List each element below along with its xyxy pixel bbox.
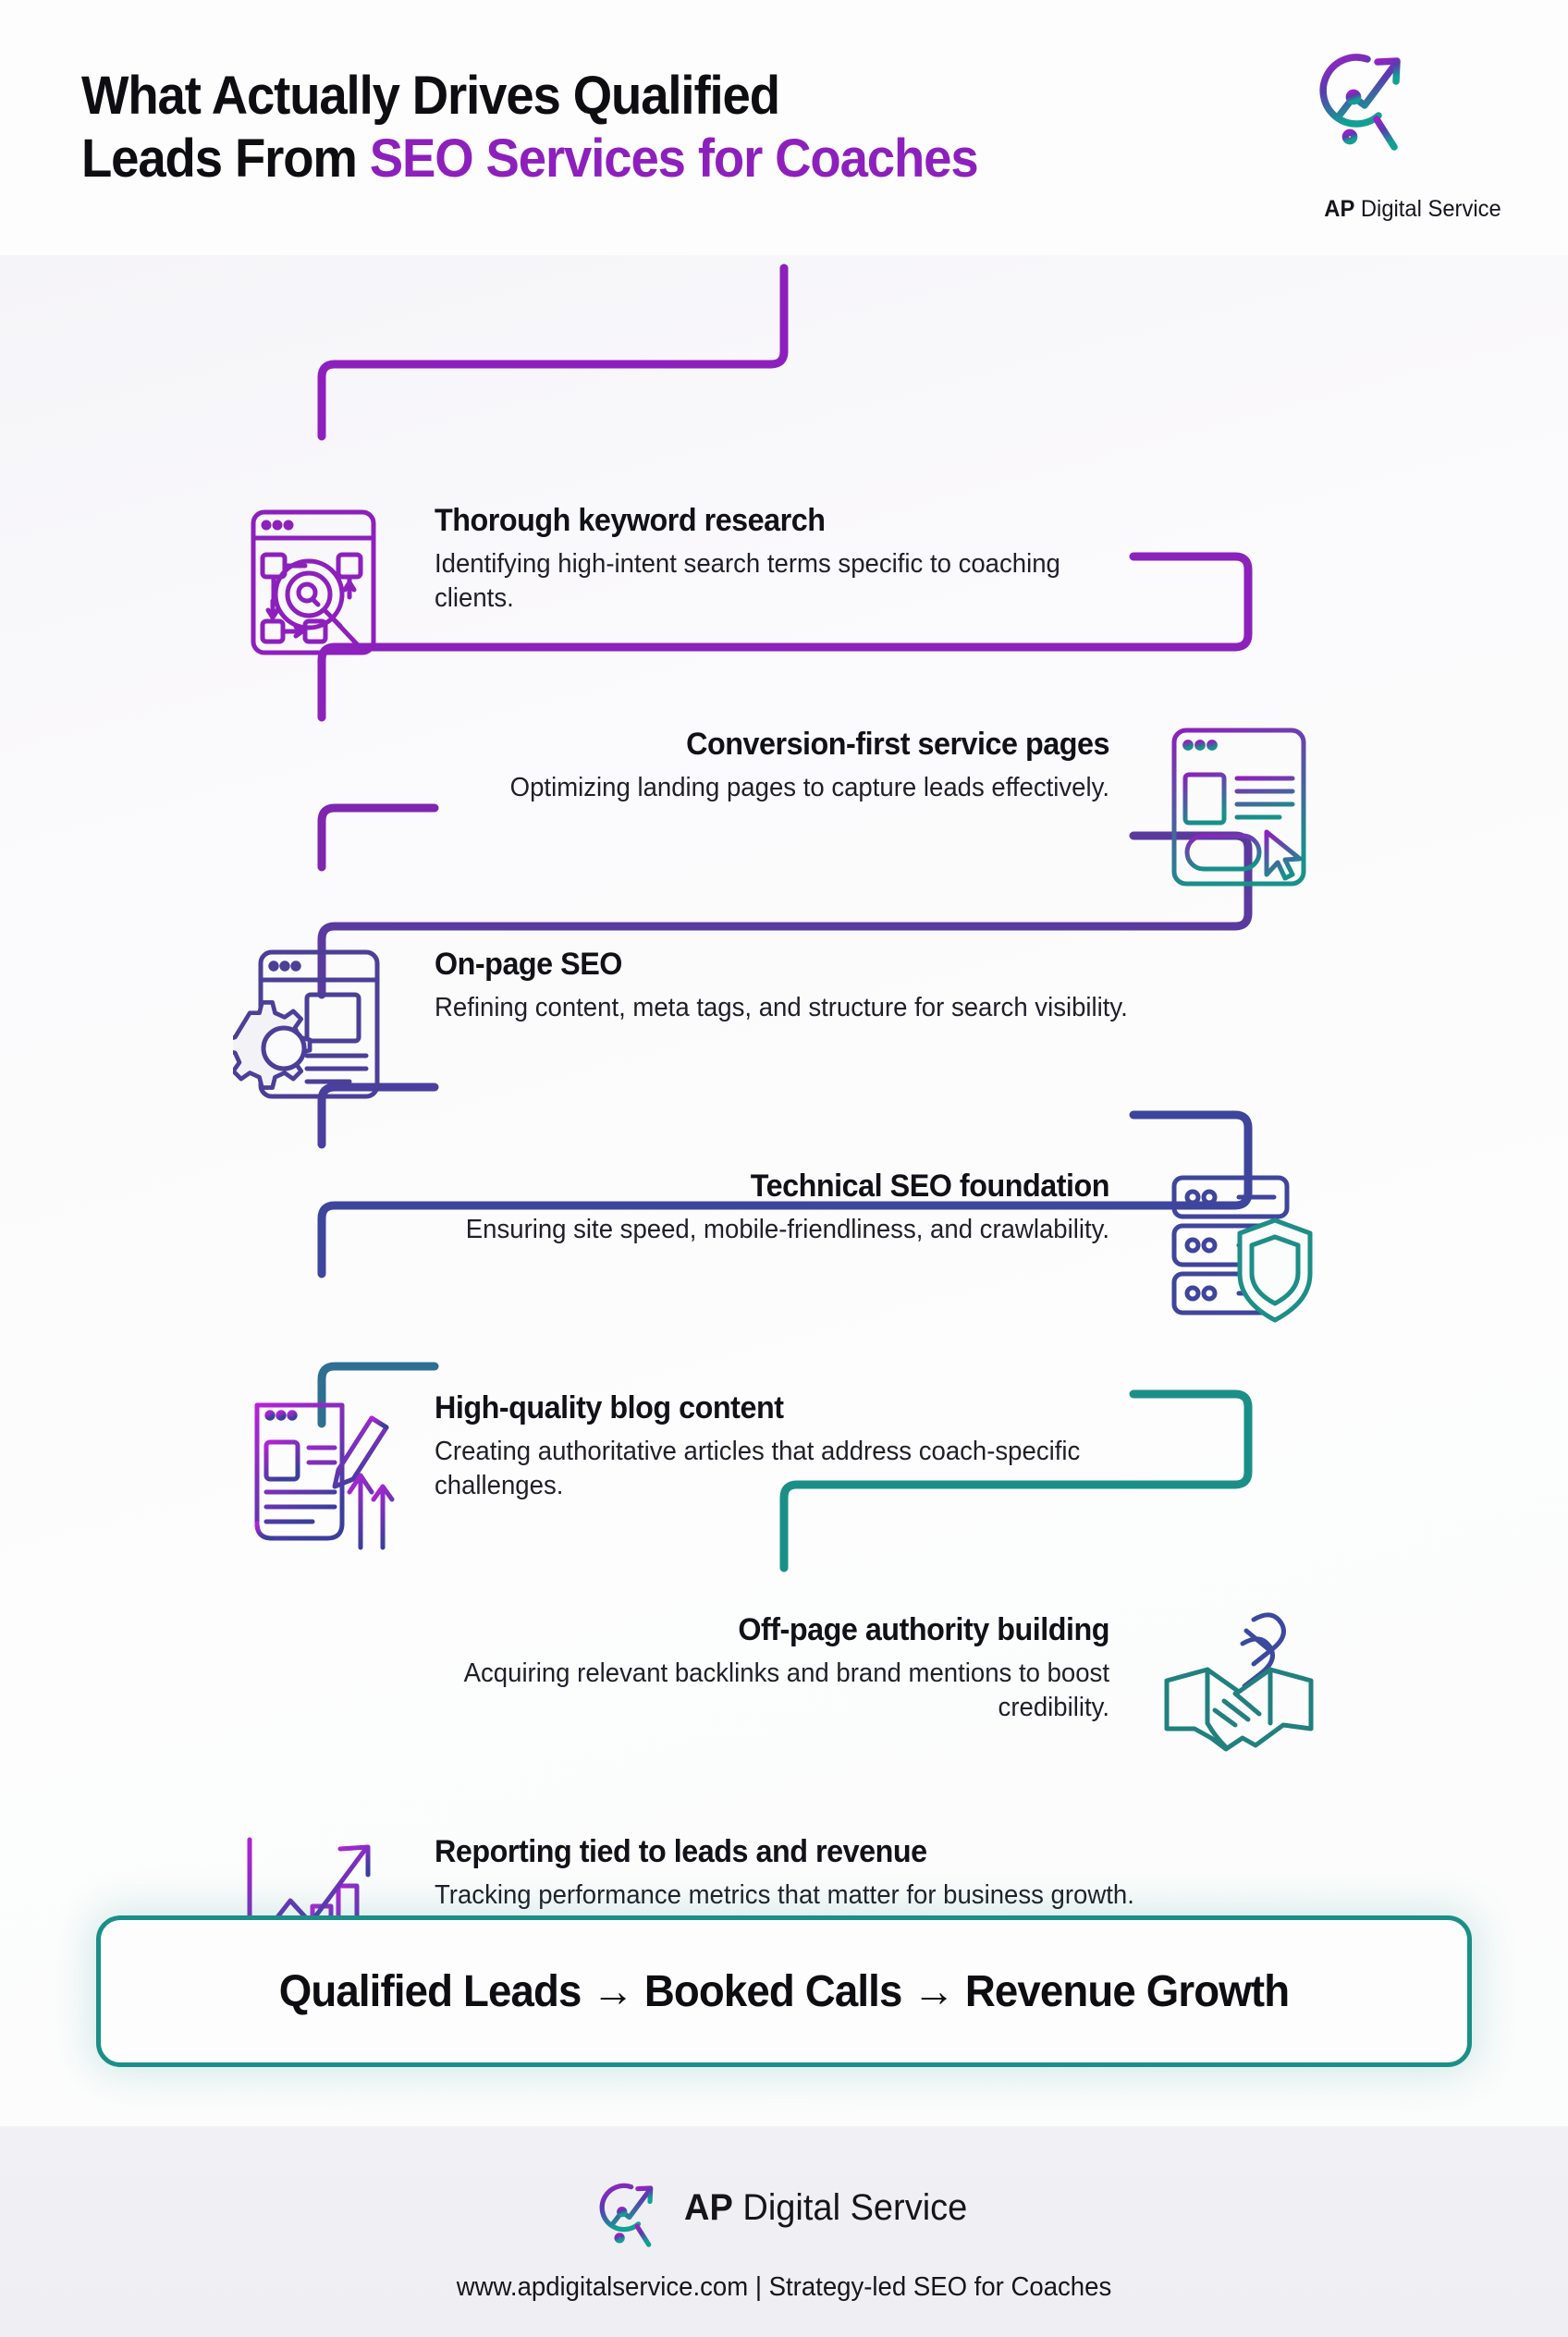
flow-step-7-text: Reporting tied to leads and revenue Trac… xyxy=(435,1834,1174,1913)
gear-document-icon xyxy=(233,949,380,1099)
footer-brand-rest: Digital Service xyxy=(733,2186,968,2228)
page-title: What Actually Drives Qualified Leads Fro… xyxy=(81,65,1237,190)
flow-step-2: Conversion-first service pages Optimizin… xyxy=(0,721,1313,906)
brand-mark: AP Digital Service xyxy=(1283,26,1542,223)
handshake-link-icon xyxy=(1164,1612,1314,1752)
flow-step-2-desc: Optimizing landing pages to capture lead… xyxy=(509,773,1109,803)
flow-step-4: Technical SEO foundation Ensuring site s… xyxy=(0,1163,1313,1348)
flow-step-1-text: Thorough keyword research Identifying hi… xyxy=(435,503,1174,616)
footer: AP Digital Service www.apdigitalservice.… xyxy=(0,2126,1568,2337)
title-line-2-plain: Leads From xyxy=(81,128,370,189)
flow-step-3-desc: Refining content, meta tags, and structu… xyxy=(435,993,1128,1023)
title-line-1: What Actually Drives Qualified xyxy=(81,66,780,126)
outcome-text: Qualified Leads → Booked Calls → Revenue… xyxy=(278,1966,1290,2016)
browser-keyword-research-icon xyxy=(251,509,376,655)
flow-step-4-title: Technical SEO foundation xyxy=(750,1168,1110,1204)
flow-step-2-text: Conversion-first service pages Optimizin… xyxy=(370,727,1110,805)
brand-name-rest: Digital Service xyxy=(1354,196,1501,222)
flow-step-1-title: Thorough keyword research xyxy=(435,503,826,538)
outcome-banner: Qualified Leads → Booked Calls → Revenue… xyxy=(96,1915,1472,2067)
server-shield-icon xyxy=(1171,1175,1313,1323)
flow-step-1-desc: Identifying high-intent search terms spe… xyxy=(435,549,1060,614)
footer-brand-bold: AP xyxy=(684,2186,734,2228)
flow-step-4-desc: Ensuring site speed, mobile-friendliness… xyxy=(465,1215,1109,1245)
flow-step-6-desc: Acquiring relevant backlinks and brand m… xyxy=(463,1658,1109,1723)
flow-step-6: Off-page authority building Acquiring re… xyxy=(0,1607,1314,1792)
flow-step-3: On-page SEO Refining content, meta tags,… xyxy=(0,941,1313,1126)
title-line-2: Leads From SEO Services for Coaches xyxy=(81,128,1168,190)
header: What Actually Drives Qualified Leads Fro… xyxy=(0,0,1568,255)
flow-step-7-desc: Tracking performance metrics that matter… xyxy=(435,1880,1134,1911)
flow-step-6-text: Off-page authority building Acquiring re… xyxy=(370,1612,1110,1725)
landing-page-cursor-icon xyxy=(1171,728,1306,887)
flow-step-5-desc: Creating authoritative articles that add… xyxy=(435,1437,1081,1501)
article-pencil-arrow-icon xyxy=(254,1402,395,1550)
flow-step-7-title: Reporting tied to leads and revenue xyxy=(435,1834,927,1869)
brand-name: AP Digital Service xyxy=(1290,196,1536,223)
footer-brand-name: AP Digital Service xyxy=(684,2187,967,2229)
footer-tagline: www.apdigitalservice.com | Strategy-led … xyxy=(456,2272,1112,2302)
footer-brand: AP Digital Service xyxy=(0,2165,1568,2250)
flow-step-6-title: Off-page authority building xyxy=(738,1612,1109,1647)
flow-step-2-title: Conversion-first service pages xyxy=(686,727,1109,762)
flow-step-3-text: On-page SEO Refining content, meta tags,… xyxy=(435,947,1174,1025)
flow-step-1: Thorough keyword research Identifying hi… xyxy=(0,497,1313,682)
title-line-2-accent: SEO Services for Coaches xyxy=(369,128,979,189)
flow-step-5: High-quality blog content Creating autho… xyxy=(0,1385,1313,1570)
flow-step-3-title: On-page SEO xyxy=(435,947,622,982)
brand-name-bold: AP xyxy=(1324,196,1355,222)
flow-step-5-text: High-quality blog content Creating autho… xyxy=(435,1390,1174,1503)
magnifier-growth-arrow-logo xyxy=(1319,54,1401,151)
flow-step-4-text: Technical SEO foundation Ensuring site s… xyxy=(370,1168,1110,1247)
magnifier-growth-arrow-logo xyxy=(599,2183,654,2247)
flow-step-5-title: High-quality blog content xyxy=(435,1390,784,1425)
